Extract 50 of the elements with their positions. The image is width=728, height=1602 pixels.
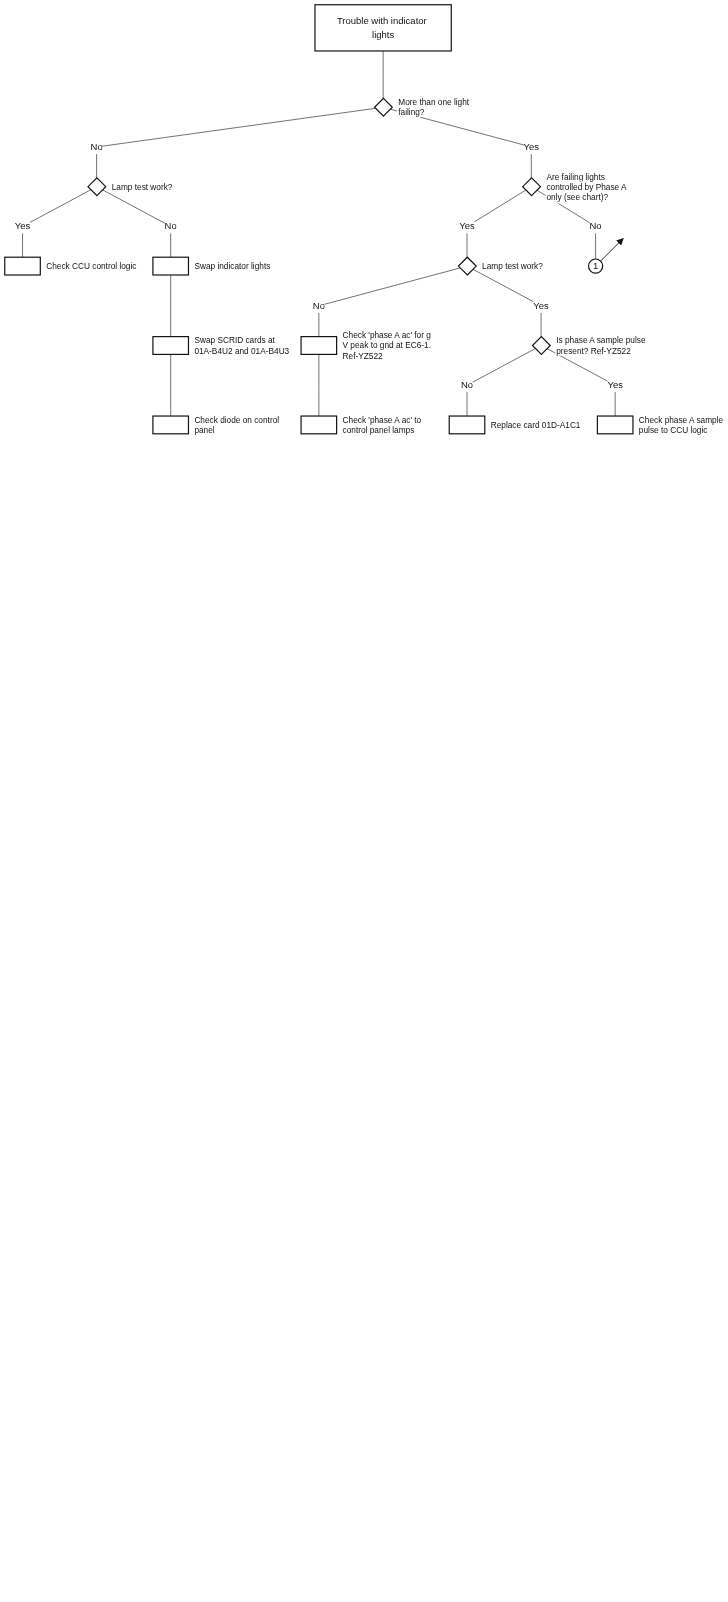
node-diamond xyxy=(531,335,552,356)
node-diamond xyxy=(87,176,107,197)
connector xyxy=(96,108,376,179)
edge-label: No xyxy=(90,141,103,152)
step-note: Check 'phase A ac' for g V peak to gnd at EC6-1. Ref-YZ522 xyxy=(342,330,431,361)
step-note: Check phase A sample pulse to CCU logic xyxy=(638,414,724,435)
step-note: Lamp test work? xyxy=(482,261,543,272)
node-box xyxy=(152,415,190,435)
connector xyxy=(382,50,384,99)
connector xyxy=(22,189,92,258)
step-note: Lamp test work? xyxy=(111,181,173,192)
node-diamond xyxy=(373,97,394,117)
step-note: Is phase A sample pulse present? Ref-YZ522 xyxy=(556,335,646,356)
edge-label: Yes xyxy=(14,221,31,232)
node-box xyxy=(300,415,338,435)
edge-label: Yes xyxy=(459,221,475,232)
connector xyxy=(546,348,616,417)
node-box xyxy=(596,415,634,435)
edge-label: Yes xyxy=(607,379,623,390)
step-note: Check diode on control panel xyxy=(194,414,280,435)
edge-label: Yes xyxy=(523,141,540,152)
node-box xyxy=(300,336,338,355)
step-note: Replace card 01D-A1C1 xyxy=(490,419,581,430)
connector xyxy=(318,267,461,337)
step-note: Swap SCRID cards at 01A-B4U2 and 01A-B4U3 xyxy=(194,335,290,356)
node-box xyxy=(448,415,486,435)
connector xyxy=(466,189,527,258)
edge-label: No xyxy=(460,379,474,390)
connector xyxy=(102,189,171,258)
node-box xyxy=(152,336,190,355)
step-note: Are failing lights controlled by Phase A only (see chart)? xyxy=(546,171,627,202)
connector xyxy=(472,268,542,337)
node-box: Trouble with indicator lights xyxy=(314,4,452,52)
edge-label: No xyxy=(164,221,177,232)
step-note: Swap indicator lights xyxy=(194,261,271,272)
edge-label: No xyxy=(589,221,602,232)
connector xyxy=(170,274,171,337)
step-note: Check 'phase A ac' to control panel lamps xyxy=(342,414,422,435)
node-diamond xyxy=(457,256,478,276)
connector xyxy=(170,354,171,417)
connector xyxy=(466,348,536,417)
edge-label: Yes xyxy=(533,300,549,311)
edge-label: No xyxy=(312,300,325,311)
node-diamond xyxy=(521,176,542,197)
node-circle: 1 xyxy=(587,258,604,274)
step-note: Check CCU control logic xyxy=(46,261,137,272)
step-note: More than one light failing? xyxy=(398,97,470,118)
node-box xyxy=(152,256,190,276)
node-box xyxy=(4,256,41,276)
connector xyxy=(318,354,320,417)
